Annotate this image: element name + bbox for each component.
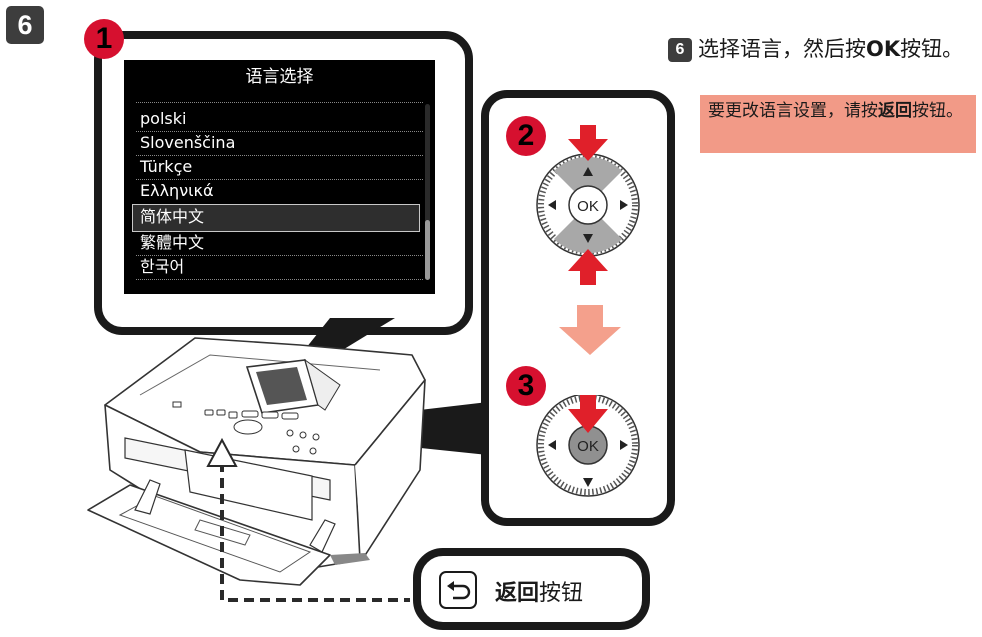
screen-rule [136,255,423,256]
press-arrow-icon [568,395,608,433]
back-button-callout: 返回按钮 [413,548,650,630]
language-item[interactable]: 繁體中文 [140,233,205,252]
ok-button-label: OK [577,198,599,215]
back-arrow-icon [447,581,471,600]
screen-rule [136,102,423,103]
note-back: 返回 [878,101,912,121]
scrollbar-thumb [425,220,430,280]
up-arrow [206,437,238,467]
screen-rule [136,131,423,132]
screen-rule [136,279,423,280]
language-item[interactable]: 한국어 [140,257,185,276]
instruction-ok: OK [866,37,901,61]
step-number-badge: 6 [6,6,44,44]
dashed-connector [220,462,410,602]
back-label-bold: 返回 [495,581,540,606]
instruction-badge: 6 [668,38,692,62]
language-item[interactable]: Slovenščina [140,133,236,152]
instruction-part2: 按钮。 [900,37,964,61]
arrow-down-icon [568,125,608,161]
callout-2: 2 [506,116,546,156]
instruction-part1: 选择语言，然后按 [698,37,866,61]
note-part2: 按钮。 [912,101,963,121]
back-button[interactable] [439,571,477,609]
arrow-up-icon [568,249,608,285]
note-text: 要更改语言设置，请按返回按钮。 [708,99,968,123]
back-label-rest: 按钮 [539,581,584,606]
ok-button[interactable] [568,185,608,225]
selection-highlight [132,204,420,232]
screen-rule [136,155,423,156]
lcd-screen: 语言选择 polski Slovenščina Türkçe Ελληνικά … [124,60,435,294]
back-button-label: 返回按钮 [495,575,583,607]
language-item[interactable]: Türkçe [140,157,193,176]
scrollbar-track [425,104,430,280]
note-box: 要更改语言设置，请按返回按钮。 [700,95,976,153]
callout-1: 1 [84,19,124,59]
language-item-selected[interactable]: 简体中文 [140,207,205,226]
note-part1: 要更改语言设置，请按 [708,101,878,121]
screen-rule [136,179,423,180]
callout-3: 3 [506,366,546,406]
next-step-arrow-icon [559,305,621,355]
language-item[interactable]: polski [140,109,187,128]
language-item[interactable]: Ελληνικά [140,181,214,200]
scroll-wheel-ok: OK [536,395,640,497]
scroll-wheel-updown: OK [536,125,640,285]
screen-title: 语言选择 [245,67,314,87]
ok-button-label: OK [577,438,599,455]
